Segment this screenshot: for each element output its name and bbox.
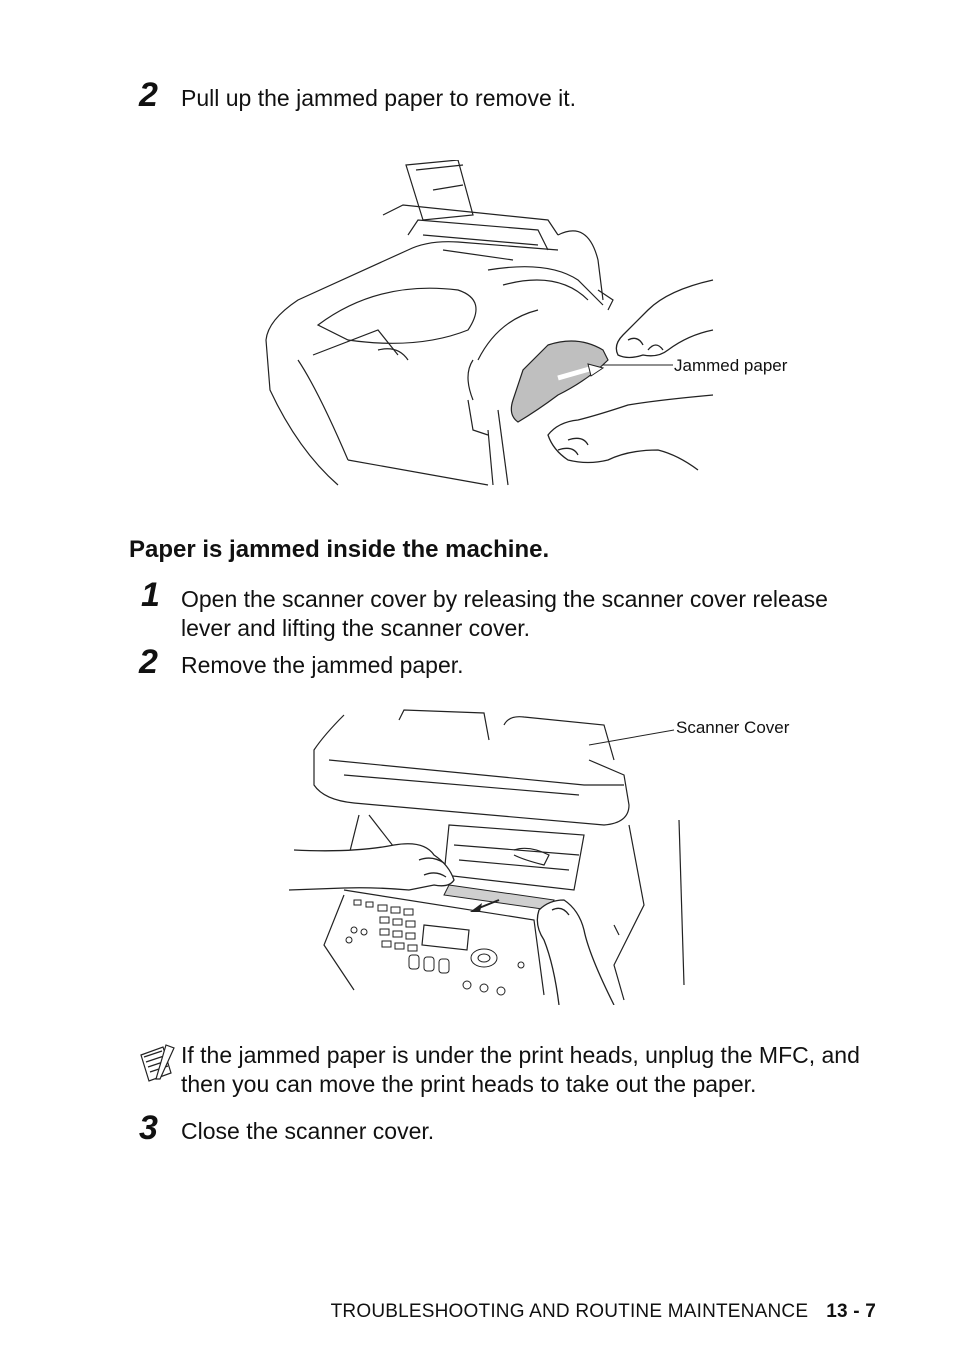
step-text: Pull up the jammed paper to remove it. (181, 85, 577, 111)
page-number: 13 - 7 (826, 1301, 876, 1322)
note-pad-icon (140, 1044, 175, 1082)
figure-scanner-cover-open (288, 709, 685, 1005)
step-number: 1 (141, 576, 160, 614)
footer-section: TROUBLESHOOTING AND ROUTINE MAINTENANCE (330, 1301, 809, 1322)
figure-callout-scanner-cover: Scanner Cover (676, 718, 790, 737)
figure-callout-jammed-paper: Jammed paper (674, 356, 788, 375)
section-heading: Paper is jammed inside the machine. (129, 536, 550, 563)
step-text: Remove the jammed paper. (181, 652, 464, 678)
step-number: 2 (139, 643, 158, 681)
step-text: Close the scanner cover. (181, 1118, 435, 1144)
step-number: 2 (139, 76, 158, 114)
note-text: If the jammed paper is under the print h… (181, 1042, 860, 1097)
figure-jammed-paper-front (265, 160, 714, 486)
step-text: Open the scanner cover by releasing the … (181, 586, 828, 641)
step-number: 3 (139, 1109, 158, 1147)
page-footer: TROUBLESHOOTING AND ROUTINE MAINTENANCE 1… (331, 1301, 876, 1323)
